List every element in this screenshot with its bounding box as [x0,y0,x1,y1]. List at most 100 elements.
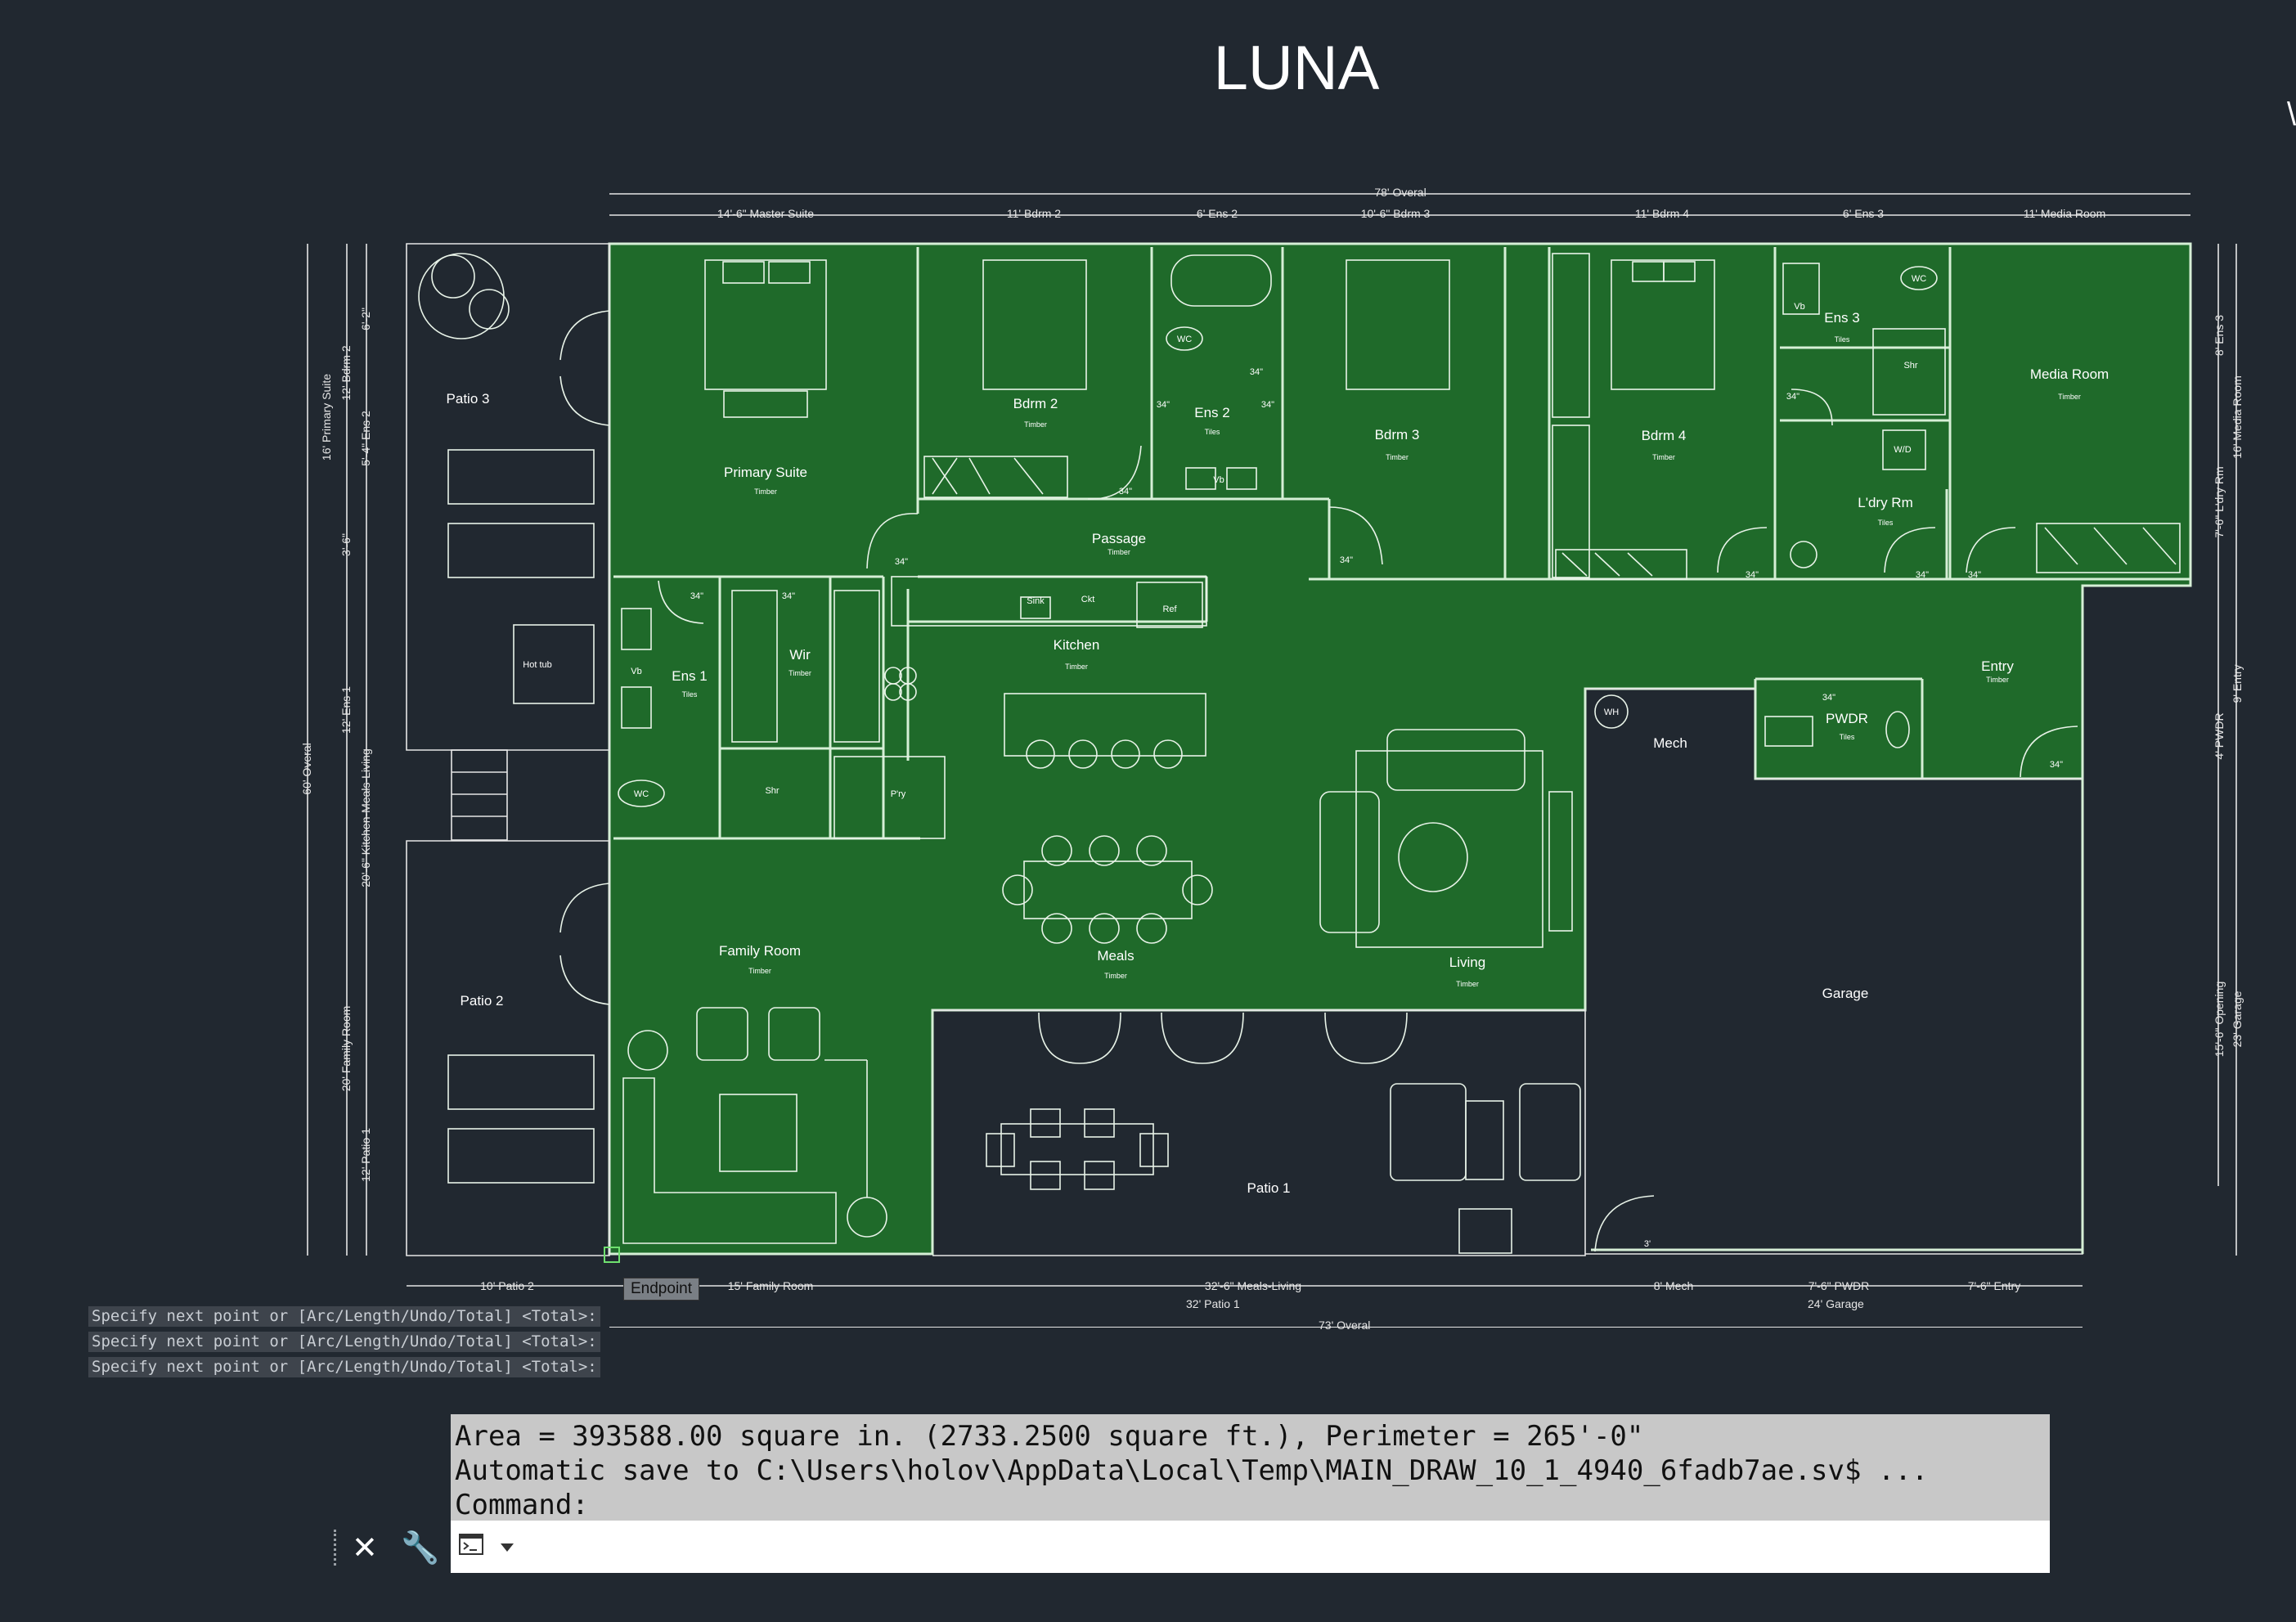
svg-text:34": 34" [690,591,703,601]
svg-text:23' Garage: 23' Garage [2231,991,2244,1047]
chevron-down-icon[interactable] [500,1542,514,1557]
cad-drawing-canvas[interactable]: .ln{stroke:#e6e6e6;stroke-width:1.6;fill… [0,0,2296,1301]
interior-walls [613,247,2190,840]
svg-text:Ckt: Ckt [1081,595,1095,604]
svg-text:Ens 3: Ens 3 [1824,310,1859,326]
svg-text:Timber: Timber [1024,420,1047,429]
command-line-tools: ✕ 🔧 [330,1526,451,1569]
svg-text:7'-6" L'dry Rm: 7'-6" L'dry Rm [2213,466,2226,537]
svg-text:Tiles: Tiles [1835,335,1850,344]
command-history-line: Specify next point or [Arc/Length/Undo/T… [88,1357,600,1377]
svg-text:12' Ens 1: 12' Ens 1 [339,686,353,734]
svg-text:60' Overal: 60' Overal [300,743,313,794]
svg-text:WC: WC [634,789,649,799]
command-history-line: Specify next point or [Arc/Length/Undo/T… [88,1332,600,1352]
svg-text:34": 34" [1261,400,1274,410]
svg-text:Timber: Timber [1108,548,1130,556]
svg-text:34": 34" [895,557,908,567]
svg-text:15' Family Room: 15' Family Room [728,1279,814,1292]
command-input[interactable] [451,1521,2050,1573]
svg-text:34": 34" [782,591,795,601]
svg-text:P'ry: P'ry [891,789,906,799]
svg-text:Timber: Timber [754,487,777,496]
svg-text:Family Room: Family Room [719,943,801,959]
room-label-primary-suite: Primary Suite [724,465,807,480]
command-label: Command: [455,1489,589,1521]
svg-text:Tiles: Tiles [1878,519,1894,527]
svg-text:Wir: Wir [789,647,811,663]
bathroom-fixtures [618,254,1946,807]
family-room-furniture [622,1007,887,1244]
door-swings [658,389,2078,1252]
svg-text:16' Media Room: 16' Media Room [2231,375,2244,459]
svg-text:Ens 2: Ens 2 [1194,405,1229,420]
water-heater: WH [1594,694,1629,729]
svg-text:8' Mech: 8' Mech [1654,1279,1694,1292]
svg-text:8' Ens 3: 8' Ens 3 [2213,315,2226,356]
endpoint-tooltip: Endpoint [623,1278,700,1301]
svg-text:4' PWDR: 4' PWDR [2213,712,2226,759]
svg-text:Timber: Timber [1104,972,1127,980]
svg-text:34": 34" [1340,555,1353,565]
svg-text:Media Room: Media Room [2030,366,2109,382]
svg-text:78' Overal: 78' Overal [1374,186,1426,199]
kitchen-fixtures [833,576,1207,839]
svg-text:Patio 3: Patio 3 [447,391,490,407]
svg-text:32'-6" Meals-Living: 32'-6" Meals-Living [1205,1279,1301,1292]
svg-text:Tiles: Tiles [682,690,698,699]
svg-text:Bdrm 4: Bdrm 4 [1642,428,1687,443]
beds [704,259,1715,418]
svg-text:15'-6" Opening: 15'-6" Opening [2213,982,2226,1057]
room-labels: Primary Suite Timber Bdrm 2 Timber Ens 2… [447,310,2110,1196]
drawing-title: LUNA [1213,34,1380,103]
svg-text:6'-2": 6'-2" [359,308,372,330]
patio1-furniture [986,1012,1581,1254]
svg-text:34": 34" [2050,760,2063,770]
command-output-panel: Area = 393588.00 square in. (2733.2500 s… [451,1414,2050,1521]
svg-text:Timber: Timber [789,669,811,677]
svg-text:34": 34" [1968,570,1981,580]
svg-text:WC: WC [1177,335,1192,344]
svg-text:Shr: Shr [765,786,779,796]
svg-text:10' Patio 2: 10' Patio 2 [480,1279,534,1292]
wardrobes [731,253,2181,743]
svg-text:Vb: Vb [631,667,641,676]
svg-text:W/D: W/D [1894,445,1911,455]
svg-text:11' Bdrm 2: 11' Bdrm 2 [1007,207,1061,220]
svg-text:7'-6" Entry: 7'-6" Entry [1968,1279,2020,1292]
terminal-prompt-icon[interactable] [459,1534,492,1558]
patio2-outline [406,840,610,1256]
endpoint-snap-marker [604,1247,620,1263]
svg-text:Shr: Shr [1903,361,1917,371]
svg-text:7'-6" PWDR: 7'-6" PWDR [1808,1279,1870,1292]
svg-text:Meals: Meals [1097,948,1134,964]
svg-text:Ref: Ref [1162,604,1177,614]
svg-text:34": 34" [1916,570,1929,580]
svg-text:5'-4" Ens 2: 5'-4" Ens 2 [359,411,372,466]
svg-text:Kitchen: Kitchen [1054,637,1100,653]
drag-handle[interactable] [334,1530,338,1566]
svg-text:12' Patio 1: 12' Patio 1 [359,1128,372,1182]
svg-text:Bdrm 2: Bdrm 2 [1013,396,1058,411]
right-dimensions: 8' Ens 3 16' Media Room 7'-6" L'dry Rm 9… [2213,244,2244,1256]
area-output-line: Area = 393588.00 square in. (2733.2500 s… [455,1420,1644,1453]
wrench-icon[interactable]: 🔧 [401,1530,440,1566]
svg-text:6' Ens 3: 6' Ens 3 [1843,207,1884,220]
svg-text:Timber: Timber [1386,453,1409,461]
svg-text:Passage: Passage [1092,531,1146,546]
svg-text:34": 34" [1119,487,1132,496]
svg-text:Entry: Entry [1981,658,2014,674]
svg-text:Timber: Timber [2058,393,2081,401]
svg-text:34": 34" [1786,392,1800,402]
dining-living-furniture [1002,729,1573,948]
fixture-labels: Ref Hot tub W/D WC WC WC Shr Shr Vb Vb V… [523,274,1926,799]
door-size-labels: 34" 34" 34" 34" 34" 34" 34" 34" 34" 34" … [690,367,2063,1249]
svg-text:16' Primary Suite: 16' Primary Suite [320,374,333,461]
close-icon[interactable]: ✕ [352,1530,378,1566]
svg-text:34": 34" [1746,570,1759,580]
svg-text:20'-6" Kitchen-Meals-Living: 20'-6" Kitchen-Meals-Living [359,748,372,887]
svg-text:WC: WC [1912,274,1926,284]
svg-text:11' Media Room: 11' Media Room [2024,207,2105,220]
left-dimensions: 60' Overal 16' Primary Suite 12' Ens 1 2… [300,244,372,1256]
svg-text:Sink: Sink [1027,596,1045,606]
